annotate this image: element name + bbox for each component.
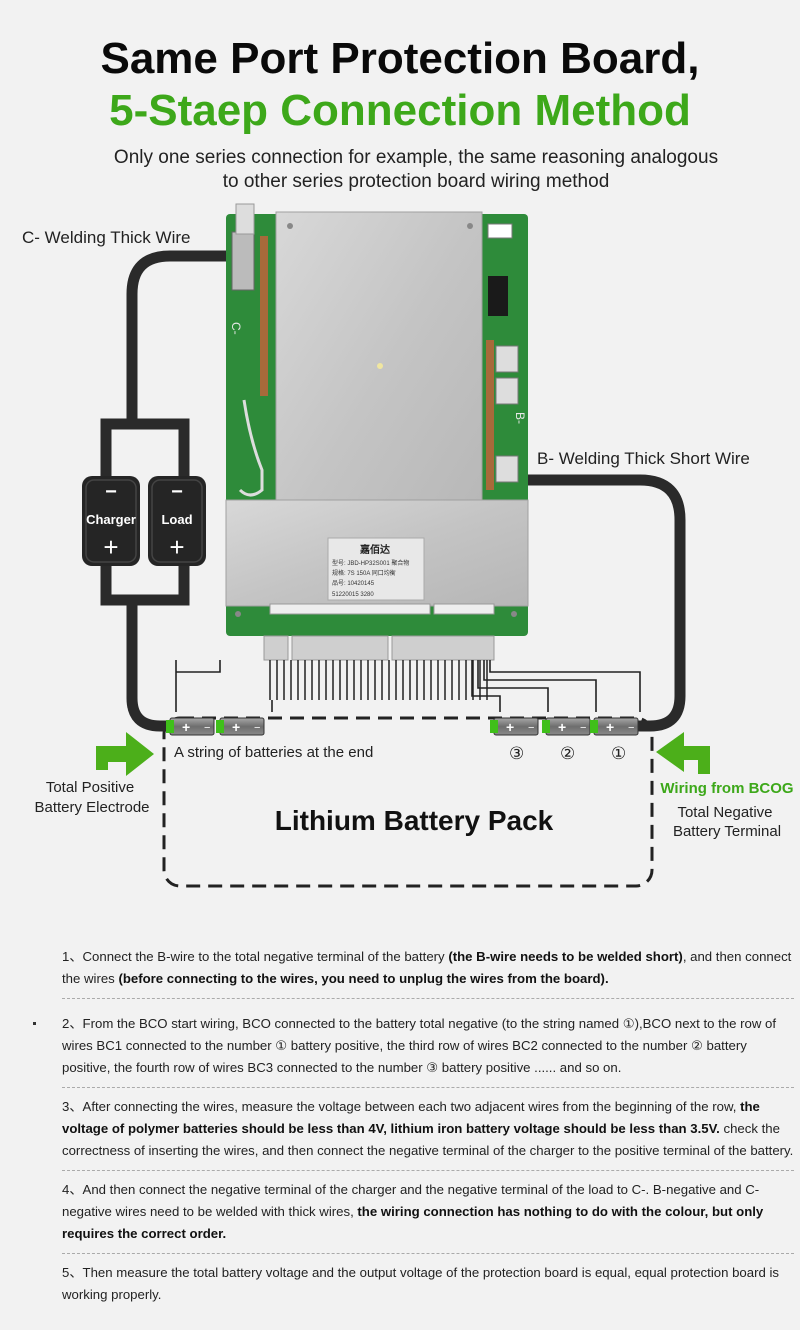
c-minus-wire — [126, 250, 226, 400]
charger-box: − Charger + — [82, 476, 140, 566]
load-minus: − — [171, 481, 183, 503]
positive-arrow-icon — [96, 732, 154, 776]
routed-sense-wire-1 — [176, 660, 221, 673]
battery-cell-1: +− — [166, 717, 215, 736]
cell-minus-1: − — [204, 722, 210, 734]
board-silk-c: C- — [229, 322, 243, 335]
b-minus-wire — [528, 474, 686, 732]
board-label — [327, 537, 425, 601]
step-3-text-c: check the correctness of inserting the w… — [62, 1121, 794, 1158]
b-wire-label: B- Welding Thick Short Wire — [537, 449, 750, 468]
step-1-text-a: Connect the B-wire to the total negative… — [82, 949, 449, 964]
subtitle: Only one series connection for example, … — [0, 146, 800, 194]
subtitle-line-2: to other series protection board wiring … — [222, 171, 610, 192]
step-5: 5、Then measure the total battery voltage… — [62, 1258, 794, 1314]
load-box: − Load + — [148, 476, 206, 566]
connector-plug-2 — [291, 635, 389, 661]
negative-arrow-icon — [656, 732, 710, 774]
cell-number-3: ③ — [509, 744, 524, 763]
string-label: A string of batteries at the end — [174, 744, 373, 761]
cell-number-1: ① — [611, 744, 626, 763]
cell-number-2: ② — [560, 744, 575, 763]
title-line-1: Same Port Protection Board, — [100, 34, 700, 83]
routed-sense-wire-5 — [471, 660, 501, 712]
board-label-line-3: 品号: 10420145 — [332, 580, 375, 587]
battery-pack-outline — [162, 716, 654, 888]
battery-cell-4: +− — [542, 717, 591, 736]
connector-plug-1 — [263, 635, 289, 661]
protection-board: C- B- 嘉佰达 型号: JBD-HP32S001 聚合物 规格: 7S 15… — [225, 203, 529, 636]
step-1-text-d: (before connecting to the wires, you nee… — [118, 971, 609, 986]
step-1-num: 1、 — [62, 949, 83, 964]
cell-plus-3: + — [506, 719, 514, 735]
c-wire-fork — [100, 418, 190, 478]
load-plus: + — [169, 532, 184, 562]
battery-cell-5: +− — [590, 717, 639, 736]
step-3-num: 3、 — [62, 1099, 83, 1114]
routed-sense-wire-4 — [477, 660, 549, 712]
cell-plus-4: + — [558, 719, 566, 735]
c-wire-label: C- Welding Thick Wire — [22, 228, 190, 247]
charger-minus: − — [105, 481, 117, 503]
step-2: 2、From the BCO start wiring, BCO connect… — [62, 1003, 794, 1088]
step-4: 4、And then connect the negative terminal… — [62, 1175, 794, 1254]
step-4-text-a: And then connect the negative terminal o… — [62, 1182, 760, 1219]
load-label: Load — [161, 512, 192, 527]
cell-minus-3: − — [528, 722, 534, 734]
cell-plus-5: + — [606, 719, 614, 735]
board-label-brand: 嘉佰达 — [359, 543, 390, 556]
battery-cell-3: +− — [490, 717, 539, 736]
routed-sense-wire-3 — [483, 660, 597, 712]
charger-label: Charger — [86, 512, 136, 527]
balance-sense-wires — [175, 660, 641, 712]
step-2-text-a: From the BCO start wiring, BCO connected… — [62, 1016, 777, 1075]
positive-wire — [126, 600, 172, 732]
step-1-text-c: , and then connect the wires — [62, 949, 792, 986]
step-1: 1、Connect the B-wire to the total negati… — [62, 942, 794, 999]
subtitle-line-1: Only one series connection for example, … — [113, 147, 719, 168]
step-2-num: 2、 — [62, 1016, 83, 1031]
cell-minus-4: − — [580, 722, 586, 734]
charger-plus: + — [103, 532, 118, 562]
step-3-text-a: After connecting the wires, measure the … — [82, 1099, 741, 1114]
positive-wire-fork — [100, 566, 190, 606]
step-3: 3、After connecting the wires, measure th… — [62, 1092, 794, 1171]
board-label-line-2: 规格: 7S 150A 同口均衡 — [332, 569, 396, 577]
routed-sense-wire-2 — [489, 660, 641, 712]
step-1-text-b: (the B-wire needs to be welded short) — [448, 949, 683, 964]
battery-cells: +−+−+−+−+− — [166, 717, 639, 736]
step-4-text-b: the wiring connection has nothing to do … — [62, 1204, 764, 1241]
title-line-2: 5-Staep Connection Method — [109, 86, 691, 135]
cell-plus-1: + — [182, 719, 190, 735]
pack-label: Lithium Battery Pack — [275, 805, 554, 836]
total-positive-line-1: Total Positive — [46, 779, 134, 796]
battery-cell-2: +− — [216, 717, 265, 736]
board-silk-b: B- — [513, 412, 527, 424]
board-label-barcode: 51220015 3280 — [332, 592, 374, 598]
instruction-steps: 1、Connect the B-wire to the total negati… — [62, 942, 794, 1318]
total-negative-line-1: Total Negative — [677, 804, 772, 821]
total-negative-line-2: Battery Terminal — [673, 823, 781, 840]
cell-plus-2: + — [232, 719, 240, 735]
wiring-diagram: − Charger + − Load + C- B- 嘉佰达 型号: JBD-H… — [22, 203, 794, 888]
step-4-num: 4、 — [62, 1182, 83, 1197]
step-5-num: 5、 — [62, 1265, 83, 1280]
total-positive-line-2: Battery Electrode — [34, 799, 149, 816]
wiring-from-label: Wiring from BCOG — [660, 780, 793, 797]
cell-minus-2: − — [254, 722, 260, 734]
step-3-text-b: the voltage of polymer batteries should … — [62, 1099, 760, 1136]
connector-plug-3 — [391, 635, 495, 661]
stray-dot — [33, 1022, 36, 1025]
step-5-text-a: Then measure the total battery voltage a… — [62, 1265, 779, 1302]
board-label-line-1: 型号: JBD-HP32S001 聚合物 — [332, 559, 409, 567]
cell-minus-5: − — [628, 722, 634, 734]
